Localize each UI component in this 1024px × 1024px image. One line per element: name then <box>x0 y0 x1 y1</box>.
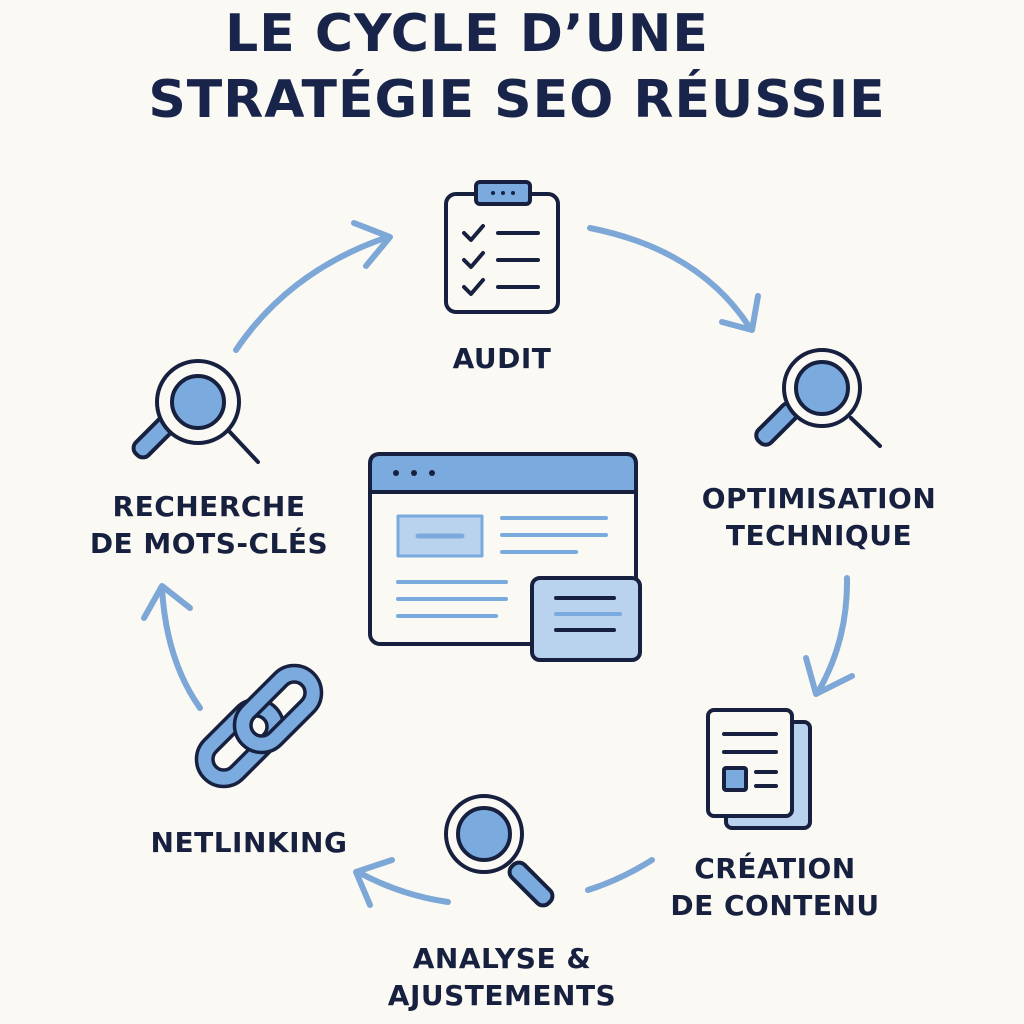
arrow-optimisation-to-creation <box>803 575 855 697</box>
clipboard-checklist-icon <box>444 180 560 314</box>
magnifier-icon <box>444 794 555 908</box>
step-label-netlinking: NETLINKING <box>150 826 348 859</box>
document-stack-icon <box>706 708 812 830</box>
magnifier-icon <box>131 359 260 464</box>
magnifier-icon <box>754 348 882 448</box>
step-label-recherche: RECHERCHE DE MOTS-CLÉS <box>89 490 329 560</box>
step-label-optimisation: OPTIMISATION TECHNIQUE <box>701 482 937 552</box>
page-title: LE CYCLE D’UNE STRATÉGIE SEO RÉUSSIE <box>0 0 1024 133</box>
arrow-netlinking-to-recherche <box>141 583 203 711</box>
step-label-analyse: ANALYSE & AJUSTEMENTS <box>387 942 617 1012</box>
arrow-creation-to-analyse <box>585 857 655 893</box>
chain-link-icon <box>194 663 324 789</box>
step-label-audit: AUDIT <box>452 342 552 375</box>
cycle-arrows <box>141 220 855 908</box>
title-line-1: LE CYCLE D’UNE <box>225 4 709 64</box>
arrow-recherche-to-audit <box>233 220 393 353</box>
arrow-analyse-to-netlinking <box>353 857 451 908</box>
browser-window-icon <box>368 452 642 662</box>
step-label-creation: CRÉATION DE CONTENU <box>670 852 880 922</box>
title-line-2: STRATÉGIE SEO RÉUSSIE <box>148 69 886 130</box>
arrow-audit-to-optimisation <box>587 225 761 333</box>
